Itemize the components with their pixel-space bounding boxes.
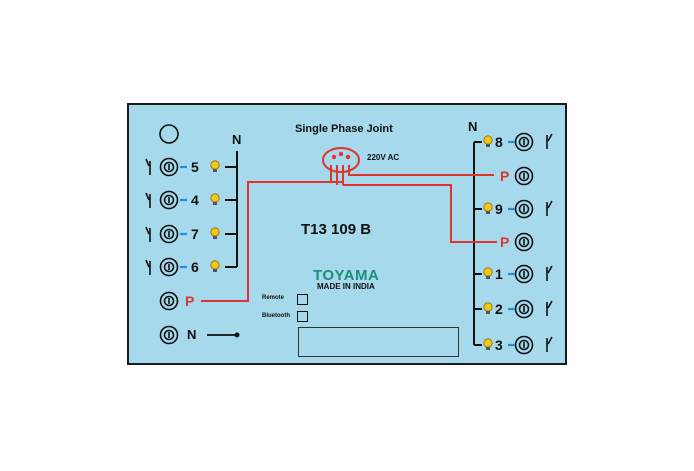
joint-dots (331, 151, 351, 160)
terminal-icon (514, 132, 534, 152)
bulb-icon (210, 160, 220, 272)
terminal-icon (159, 157, 179, 177)
switch-icon (546, 200, 553, 216)
brand-logo: TOYAMA (313, 267, 380, 284)
terminal-icon (514, 199, 534, 219)
channel-number-7: 7 (191, 226, 199, 242)
remote-label: Remote (262, 295, 285, 301)
display-window (298, 327, 459, 357)
channel-number-1: 1 (495, 266, 503, 282)
made-in-label: MADE IN INDIA (317, 282, 375, 291)
right-phase-label-2: P (500, 234, 510, 250)
joint-title: Single Phase Joint (295, 123, 393, 135)
terminal-icon (159, 325, 179, 345)
bluetooth-indicator (297, 311, 308, 322)
left-neutral-label: N (232, 132, 242, 147)
switch-icon (546, 336, 553, 352)
bulb-icon (483, 135, 493, 350)
switch-icon (546, 265, 553, 281)
switch-icon (145, 158, 151, 175)
terminal-icon (159, 190, 179, 210)
terminal-icon (514, 299, 534, 319)
channel-number-6: 6 (191, 259, 199, 275)
channel-number-2: 2 (495, 301, 503, 317)
remote-indicator (297, 294, 308, 305)
left-channel-symbols (145, 157, 220, 345)
terminal-icon (514, 264, 534, 284)
wiring-panel: Single Phase Joint 220V AC T13 109 B TOY… (127, 103, 567, 365)
switch-icon (145, 226, 151, 242)
bluetooth-label: Bluetooth (262, 313, 290, 319)
channel-number-5: 5 (191, 159, 199, 175)
neutral-terminal-dot (234, 332, 240, 338)
channel-number-3: 3 (495, 337, 503, 353)
switch-icon (546, 133, 553, 149)
channel-number-4: 4 (191, 192, 199, 208)
left-phase-label: P (185, 293, 195, 309)
switch-icon (546, 300, 553, 316)
terminal-icon (159, 291, 179, 311)
terminal-icon (159, 224, 179, 244)
terminal-icon (159, 257, 179, 277)
channel-number-8: 8 (495, 134, 503, 150)
model-number: T13 109 B (301, 221, 372, 238)
right-phase-label-1: P (500, 168, 510, 184)
voltage-label: 220V AC (367, 153, 400, 162)
terminal-icon (514, 335, 534, 355)
channel-number-9: 9 (495, 201, 503, 217)
right-neutral-label: N (468, 119, 478, 134)
left-bus-stubs (225, 166, 237, 268)
mounting-hole (159, 124, 179, 144)
switch-icon (145, 259, 151, 275)
terminal-icon (514, 166, 534, 186)
switch-icon (145, 192, 151, 208)
wiring-diagram (159, 124, 497, 346)
bottom-neutral-label: N (187, 327, 197, 342)
terminal-icon (514, 232, 534, 252)
right-channel-symbols (483, 132, 553, 355)
phase-wires (201, 147, 497, 302)
right-bus-stubs (474, 141, 482, 346)
